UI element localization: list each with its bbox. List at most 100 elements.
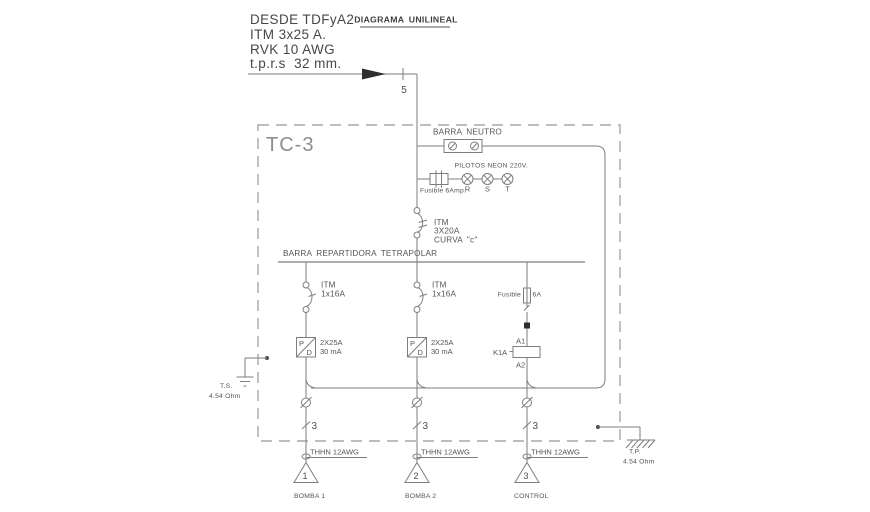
distribution-bar-label: BARRA REPARTIDORA TETRAPOLAR — [283, 249, 437, 258]
neutral-terminal-slash — [471, 142, 478, 150]
panel-name: TC-3 — [266, 134, 314, 156]
breaker-contact-icon — [302, 281, 310, 289]
panel-boundary: TC-3 — [257, 124, 621, 442]
differential-rating: 2X25A — [320, 338, 343, 347]
differential-rating: 2X25A — [431, 338, 454, 347]
neutral-junction-fillet — [416, 379, 427, 389]
protection-ground: T.P. 4.54 Ohm — [596, 425, 656, 466]
breaker-blade — [417, 213, 424, 233]
differential-p: P — [410, 339, 415, 348]
cable-connector-icon — [412, 453, 422, 460]
conductor-count: 5 — [401, 85, 407, 96]
lamp-r-icon — [461, 173, 474, 185]
main-breaker-curve: CURVA "c" — [434, 236, 477, 245]
conductor-count-tick — [412, 421, 422, 430]
differential-diagonal — [296, 337, 316, 358]
lamp-t-icon — [501, 173, 514, 185]
relay-coil-icon — [512, 346, 541, 358]
lamp-s-icon — [481, 173, 494, 185]
breaker-pole-tick — [418, 224, 428, 228]
breaker-pole-tick — [418, 219, 428, 223]
ground-name: T.P. — [629, 449, 641, 456]
branch-bomba1: ITM 1x16A P D 2X25A 30 mA — [296, 262, 346, 462]
branch-breaker-rating: 1x16A — [432, 290, 457, 299]
phase-r-label: R — [465, 185, 471, 194]
load-name: CONTROL — [514, 493, 549, 500]
load-triangle-icon — [293, 461, 319, 483]
cable-label: THHN 12AWG — [421, 448, 470, 457]
pilot-lamps-circuit: PILOTOS NEON 220V. Fusible 6Amp. R S T — [417, 163, 528, 195]
ground-resistance: 4.54 Ohm — [623, 459, 655, 466]
breaker-contact-icon — [413, 306, 421, 313]
neutral-bar-box — [443, 139, 483, 153]
panel-dashed-box — [257, 124, 621, 442]
cable-connector-icon — [522, 453, 532, 460]
load-tag: 3 — [523, 471, 528, 481]
pilots-fuse-label: Fusible 6Amp. — [420, 188, 466, 195]
cable-label: THHN 12AWG — [310, 448, 359, 457]
conductor-count-tick — [522, 421, 532, 430]
differential-sensitivity: 30 mA — [431, 347, 453, 356]
incoming-feeder: 5 — [248, 68, 418, 208]
drawing-title: DIAGRAMA UNILINEAL — [354, 15, 458, 28]
breaker-blade — [306, 287, 313, 307]
neutral-bar-label: BARRA NEUTRO — [433, 128, 502, 137]
breaker-blade — [417, 287, 424, 307]
relay-coil-name: K1A — [493, 348, 507, 357]
feeder-info-block: DESDE TDFyA2 ITM 3x25 A. RVK 10 AWG t.p.… — [250, 12, 354, 71]
load-name: BOMBA 2 — [405, 493, 436, 500]
load-tag: 2 — [413, 471, 418, 481]
differential-diagonal — [407, 337, 427, 358]
pilots-label: PILOTOS NEON 220V. — [455, 163, 529, 170]
pilots-fuse-icon — [429, 173, 449, 185]
load-triangle-icon — [404, 461, 430, 483]
breaker-contact-icon — [413, 231, 421, 239]
neutral-terminal-slash — [449, 142, 456, 150]
differential-sensitivity: 30 mA — [320, 347, 342, 356]
junction-square-icon — [524, 322, 530, 329]
outgoing-terminal-slash — [521, 396, 533, 409]
ground-resistance: 4.54 Ohm — [209, 393, 241, 400]
breaker-contact-icon — [413, 281, 421, 289]
neutral-junction-fillet — [526, 379, 537, 389]
control-fuse-label: Fusible — [498, 292, 521, 299]
feeder-arrow-icon — [362, 68, 386, 80]
differential-d: D — [307, 348, 313, 357]
main-breaker-rating: 3X20A — [434, 227, 460, 236]
outgoing-terminal-slash — [411, 396, 423, 409]
branch-control: Fusible 6A A1 K1A A2 — [493, 262, 541, 462]
main-breaker: ITM 3X20A CURVA "c" — [413, 207, 477, 262]
feeder-conduit-label: t.p.r.s 32 mm. — [250, 56, 342, 71]
breaker-pole-tick — [308, 293, 317, 297]
conductor-count: 3 — [423, 421, 429, 432]
service-ground: T.S. 4.54 Ohm — [209, 356, 269, 400]
branch-bomba2: ITM 1x16A P D 2X25A 30 mA — [407, 262, 457, 462]
feeder-breaker-label: ITM 3x25 A. — [250, 27, 326, 42]
conductor-count: 3 — [312, 421, 318, 432]
neutral-terminal-icon — [448, 141, 457, 151]
breaker-pole-tick — [419, 293, 428, 297]
chassis-ground-icon — [625, 439, 656, 449]
title-text: DIAGRAMA UNILINEAL — [354, 15, 458, 25]
branch-breaker-rating: 1x16A — [321, 290, 346, 299]
cable-connector-icon — [301, 453, 311, 460]
conductor-count-tick — [301, 421, 311, 430]
neutral-junction-fillet — [305, 379, 316, 389]
conductor-count: 3 — [533, 421, 539, 432]
branch-breaker-type: ITM — [432, 281, 447, 290]
output-bomba1: 3 THHN 12AWG 1 BOMBA 1 — [293, 421, 367, 500]
phase-t-label: T — [505, 185, 510, 194]
breaker-contact-icon — [413, 207, 421, 214]
feeder-source-label: DESDE TDFyA2 — [250, 12, 354, 27]
earth-ground-icon — [236, 376, 254, 387]
breaker-contact-icon — [302, 306, 310, 313]
neutral-bar: BARRA NEUTRO — [305, 128, 606, 389]
output-bomba2: 3 THHN 12AWG 2 BOMBA 2 — [404, 421, 478, 500]
neutral-return-wire — [311, 145, 606, 389]
coil-terminal-a1: A1 — [516, 337, 525, 346]
branch-breaker-type: ITM — [321, 281, 336, 290]
differential-p: P — [299, 339, 304, 348]
ground-name: T.S. — [220, 383, 233, 390]
